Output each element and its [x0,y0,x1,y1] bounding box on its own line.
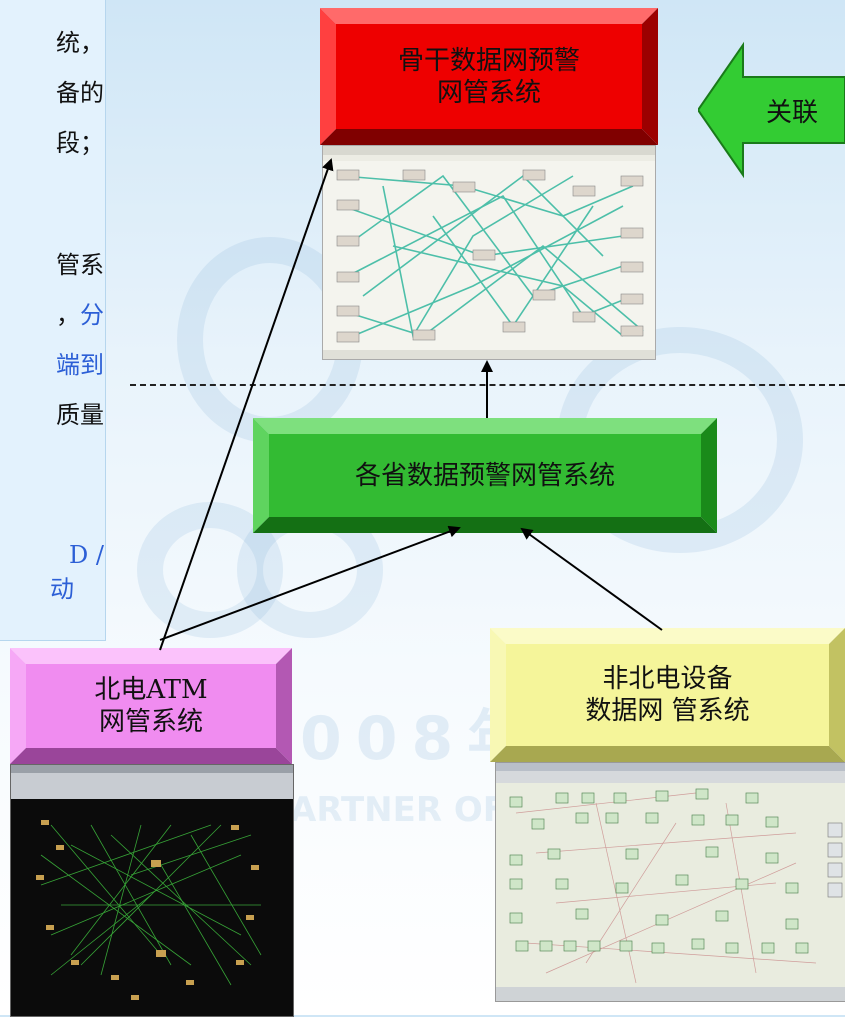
panel-line: 管系 [56,251,104,279]
backbone-line1: 骨干数据网预警 [397,45,580,76]
panel-line-mixed: ，分 [0,300,104,330]
panel-line: 段； [56,129,104,157]
association-arrow [698,41,845,179]
nortel-line1: 北电ATM [94,675,208,705]
panel-line: 统， [56,29,104,57]
backbone-box-bevel [320,8,658,145]
nortel-box-bevel [10,648,292,764]
backbone-line2: 网管系统 [436,77,541,108]
provincial-box-bevel [253,418,717,533]
non-nortel-line2: 数据网 管系统 [585,696,750,726]
backbone-system-box[interactable]: 骨干数据网预警 网管系统 [320,8,658,145]
panel-line: 质量 [56,401,104,429]
backbone-box-label: 骨干数据网预警 网管系统 [336,24,642,129]
arrow-nortel-to-backbone [159,158,334,651]
provincial-system-box[interactable]: 各省数据预警网管系统 [253,418,717,533]
non-nortel-box-label: 非北电设备 数据网 管系统 [506,644,829,746]
nortel-atm-screenshot [10,764,294,1017]
nortel-atm-box[interactable]: 北电ATM 网管系统 [10,648,292,764]
watermark-partner: ARTNER OF [290,790,506,830]
panel-line-mixed-tail: 分 [80,301,104,329]
provincial-box-label: 各省数据预警网管系统 [354,460,615,491]
nortel-box-label: 北电ATM 网管系统 [26,664,276,748]
arrow-non-nortel-to-provincial [520,527,663,631]
non-nortel-box-bevel [490,628,845,762]
arrow-nortel-to-provincial [159,525,461,641]
panel-line-mixed-text: ， [56,301,80,329]
panel-line: 动 [50,575,74,603]
panel-line: 备的 [56,79,104,107]
panel-line: D / [69,541,104,569]
watermark-year: 008年 [300,704,542,774]
backbone-network-screenshot [322,145,656,360]
non-nortel-box[interactable]: 非北电设备 数据网 管系统 [490,628,845,762]
non-nortel-screenshot [495,762,845,1002]
non-nortel-line1: 非北电设备 [602,664,733,694]
left-text-panel: 统， 备的 段； 管系 ，分 端到 质量 D / 动 [0,0,106,641]
association-arrow-label: 关联 [766,98,819,128]
panel-line: 端到 [56,351,104,379]
nortel-line2: 网管系统 [98,707,203,737]
